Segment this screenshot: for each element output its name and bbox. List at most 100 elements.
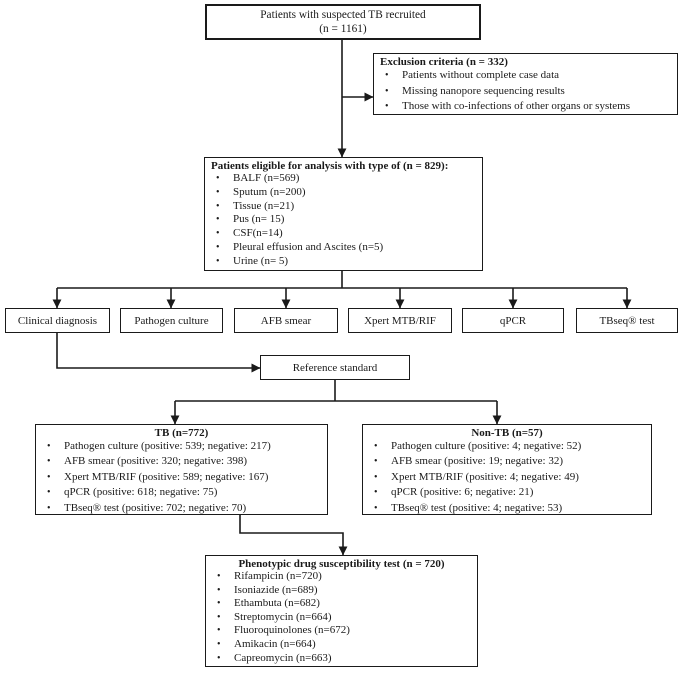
list-item: • Those with co-infections of other organ… — [378, 99, 673, 115]
bullet-icon: • — [217, 598, 221, 610]
list-item: • Streptomycin (n=664) — [210, 611, 473, 625]
list-item-text: qPCR (positive: 6; negative: 21) — [391, 486, 534, 499]
nontb-list: • Pathogen culture (positive: 4; negative… — [367, 439, 647, 516]
nontb-title: Non-TB (n=57) — [471, 427, 543, 439]
list-item: • Pleural effusion and Ascites (n=5) — [209, 241, 478, 255]
bullet-icon: • — [217, 571, 221, 582]
method-box-xpert-mtb-rif: Xpert MTB/RIF — [348, 308, 452, 333]
top-box-line2: (n = 1161) — [319, 23, 367, 35]
list-item-text: Streptomycin (n=664) — [234, 610, 332, 623]
arrow-tb-to-dst — [239, 515, 348, 556]
top-box-line1: Patients with suspected TB recruited — [260, 8, 426, 21]
exclusion-list: •Patients without complete case data •Mi… — [378, 68, 673, 115]
nontb-box: Non-TB (n=57) • Pathogen culture (positiv… — [362, 424, 652, 515]
method-box-label: TBseq® test — [599, 314, 655, 327]
method-box-pathogen-culture: Pathogen culture — [120, 308, 223, 333]
list-item-text: Patients without complete case data — [402, 69, 560, 81]
list-item: •Fluoroquinolones (n=672) — [210, 624, 473, 638]
list-item: •Tissue (n=21) — [209, 200, 478, 214]
bullet-icon: • — [47, 456, 51, 468]
list-item: • qPCR (positive: 618; negative: 75) — [40, 485, 323, 500]
list-item: • Xpert MTB/RIF (positive: 4; negative: 4… — [367, 470, 647, 485]
list-item-text: Pathogen culture (positive: 539; negativ… — [64, 440, 271, 452]
list-item: • Ethambuta (n=682) — [210, 597, 473, 611]
list-item: •TBseq® test (positive: 702; negative: 7… — [40, 501, 323, 516]
list-item: •Xpert MTB/RIF (positive: 589; negative:… — [40, 470, 323, 485]
list-item-text: Urine (n= 5) — [233, 254, 289, 267]
list-item-text: Xpert MTB/RIF (positive: 589; negative: … — [64, 470, 269, 483]
bullet-icon: • — [216, 241, 220, 253]
list-item: • BALF (n=569) — [209, 172, 478, 186]
list-item-text: Capreomycin (n=663) — [234, 651, 332, 664]
bullet-icon: • — [216, 255, 220, 267]
eligible-list: •BALF (n=569) •Sputum (n=200) •Tissue (n… — [209, 172, 478, 269]
bullet-icon: • — [217, 611, 221, 623]
method-box-label: qPCR — [499, 314, 527, 327]
list-item-text: Ethambuta (n=682) — [234, 597, 320, 610]
list-item: • CSF(n=14) — [209, 227, 478, 241]
dst-list: •Rifampicin (n=720) •Isoniazide (n=689) … — [210, 570, 473, 665]
list-item-text: AFB smear (positive: 19; negative: 32) — [391, 455, 563, 468]
tb-list: • Pathogen culture (positive: 539; negati… — [40, 439, 323, 516]
list-item: •Sputum (n=200) — [209, 186, 478, 200]
bullet-icon: • — [374, 502, 378, 514]
method-box-label: Clinical diagnosis — [17, 314, 98, 327]
method-box-label: Pathogen culture — [134, 314, 209, 327]
bullet-icon: • — [217, 584, 221, 596]
top-box: Patients with suspected TB recruited (n … — [205, 4, 481, 40]
list-item-text: BALF (n=569) — [233, 172, 300, 184]
method-box-label: AFB smear — [260, 314, 312, 327]
method-box-qpcr: qPCR — [462, 308, 564, 333]
bullet-icon: • — [385, 70, 389, 81]
list-item: • Patients without complete case data — [378, 68, 673, 84]
bullet-icon: • — [47, 441, 51, 452]
list-item: • Rifampicin (n=720) — [210, 570, 473, 584]
list-item-text: Those with co-infections of other organs… — [402, 100, 631, 113]
list-item-text: Amikacin (n=664) — [234, 637, 316, 650]
dst-box: Phenotypic drug susceptibility test (n =… — [205, 555, 478, 667]
list-item-text: Pus (n= 15) — [233, 213, 285, 226]
list-item-text: Sputum (n=200) — [233, 185, 306, 198]
list-item-text: Xpert MTB/RIF (positive: 4; negative: 49… — [391, 470, 579, 483]
method-box-label: Xpert MTB/RIF — [364, 314, 436, 327]
list-item: • AFB smear (positive: 320; negative: 398… — [40, 454, 323, 469]
bullet-icon: • — [374, 441, 378, 452]
list-item-text: TBseq® test (positive: 702; negative: 70… — [64, 501, 247, 514]
method-box-tbseq-test: TBseq® test — [576, 308, 678, 333]
list-item-text: TBseq® test (positive: 4; negative: 53) — [391, 501, 563, 514]
eligible-title: Patients eligible for analysis with type… — [211, 160, 449, 172]
bullet-icon: • — [385, 101, 389, 113]
arrow-clinical-to-reference — [56, 333, 261, 373]
tb-box: TB (n=772) •Pathogen culture (positive: … — [35, 424, 328, 515]
bullet-icon: • — [216, 228, 220, 240]
list-item: • Pathogen culture (positive: 4; negative… — [367, 439, 647, 454]
reference-standard-label: Reference standard — [292, 361, 378, 374]
list-item-text: Rifampicin (n=720) — [234, 570, 322, 582]
bullet-icon: • — [374, 456, 378, 468]
list-item-text: qPCR (positive: 618; negative: 75) — [64, 486, 218, 499]
list-item-text: AFB smear (positive: 320; negative: 398) — [64, 455, 247, 468]
list-item-text: Missing nanopore sequencing results — [402, 84, 565, 97]
bullet-icon: • — [216, 173, 220, 184]
bullet-icon: • — [217, 625, 221, 637]
bullet-icon: • — [216, 214, 220, 226]
list-item: • Pus (n= 15) — [209, 213, 478, 227]
list-item: • Capreomycin (n=663) — [210, 652, 473, 666]
bullet-icon: • — [47, 487, 51, 499]
list-item: • qPCR (positive: 6; negative: 21) — [367, 485, 647, 500]
eligible-box: Patients eligible for analysis with type… — [204, 157, 483, 271]
list-item-text: Pathogen culture (positive: 4; negative:… — [391, 440, 582, 452]
bullet-icon: • — [374, 471, 378, 483]
list-item: •Missing nanopore sequencing results — [378, 84, 673, 100]
dst-title: Phenotypic drug susceptibility test (n =… — [238, 558, 445, 570]
bullet-icon: • — [217, 652, 221, 664]
exclusion-box: Exclusion criteria (n = 332) •Patients w… — [373, 53, 678, 115]
list-item-text: CSF(n=14) — [233, 227, 283, 240]
method-box-afb-smear: AFB smear — [234, 308, 338, 333]
list-item-text: Pleural effusion and Ascites (n=5) — [233, 240, 384, 253]
bullet-icon: • — [374, 487, 378, 499]
list-item-text: Isoniazide (n=689) — [234, 583, 318, 596]
list-item: • Urine (n= 5) — [209, 255, 478, 269]
